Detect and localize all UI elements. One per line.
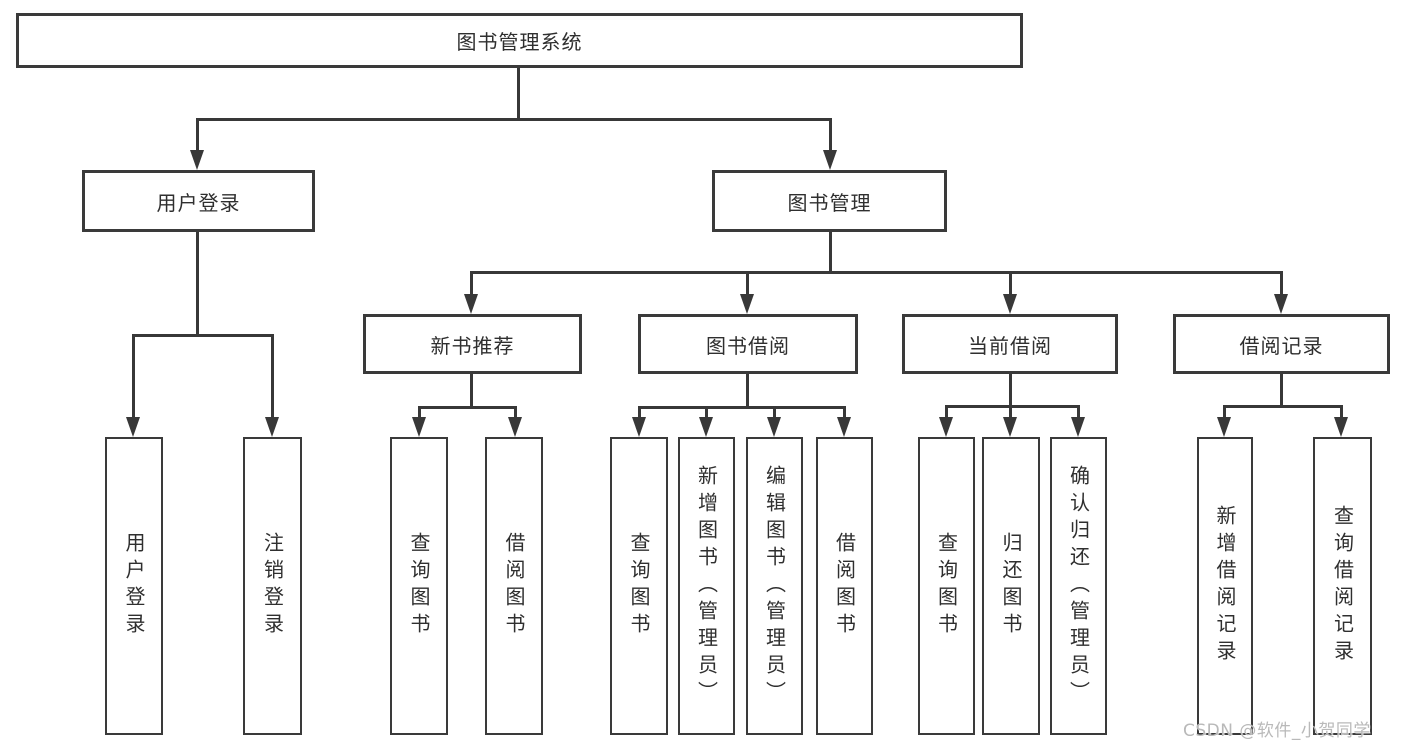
node-library-management-system: 图书管理系统 (16, 13, 1023, 68)
node-current-borrow: 当前借阅 (902, 314, 1118, 374)
connector-stem (638, 406, 641, 419)
arrow-down-icon (632, 417, 646, 437)
node-label: 编辑图书（管理员） (762, 464, 787, 708)
arrow-down-icon (1003, 417, 1017, 437)
connector-stem (514, 406, 517, 419)
node-label: 图书管理系统 (456, 30, 583, 54)
node-label: 当前借阅 (968, 333, 1052, 358)
node-book-borrow: 图书借阅 (638, 314, 858, 374)
node-new-book-recommend: 新书推荐 (363, 314, 582, 374)
arrow-down-icon (1071, 417, 1085, 437)
connector-current-drop (1009, 374, 1012, 408)
connector-stem (773, 406, 776, 419)
node-label: 注销登录 (260, 532, 285, 640)
connector-stem (132, 334, 135, 418)
arrow-down-icon (767, 417, 781, 437)
connector-stem (843, 406, 846, 419)
connector-root-branch (196, 118, 832, 121)
node-borrow-records: 借阅记录 (1173, 314, 1390, 374)
leaf-add-books-admin: 新增图书（管理员） (678, 437, 735, 735)
connector-borrow-drop (746, 374, 749, 409)
node-label: 图书借阅 (706, 333, 790, 358)
node-label: 新书推荐 (430, 333, 515, 358)
arrow-down-icon (508, 417, 522, 437)
connector-stem (1077, 405, 1080, 419)
connector-root-drop (517, 68, 520, 118)
arrow-down-icon (823, 150, 837, 170)
node-label: 用户登录 (156, 190, 241, 215)
node-label: 新增借阅记录 (1213, 505, 1237, 667)
connector-stem (470, 271, 473, 295)
arrow-down-icon (464, 294, 478, 314)
arrow-down-icon (126, 417, 140, 437)
connector-stem (705, 406, 708, 419)
connector-bookmgmt-branch (470, 271, 1282, 274)
connector-bookmgmt-drop (829, 232, 832, 274)
arrow-down-icon (190, 150, 204, 170)
connector-stem (271, 334, 274, 418)
node-label: 归还图书 (999, 532, 1023, 640)
leaf-borrow-query-books: 查询图书 (610, 437, 668, 735)
leaf-edit-books-admin: 编辑图书（管理员） (746, 437, 803, 735)
arrow-down-icon (699, 417, 713, 437)
arrow-down-icon (939, 417, 953, 437)
leaf-newrec-borrow-books: 借阅图书 (485, 437, 543, 735)
connector-stem (746, 271, 749, 295)
leaf-user-login: 用户登录 (105, 437, 163, 735)
node-book-management: 图书管理 (712, 170, 947, 232)
connector-stem (1009, 271, 1012, 295)
leaf-query-borrow-record: 查询借阅记录 (1313, 437, 1372, 735)
connector-stem (1340, 405, 1343, 419)
node-label: 查询图书 (934, 532, 959, 640)
connector-stem (1009, 405, 1012, 419)
node-user-login: 用户登录 (82, 170, 315, 232)
leaf-newrec-query-books: 查询图书 (390, 437, 448, 735)
node-label: 用户登录 (122, 532, 146, 640)
node-label: 借阅图书 (502, 532, 526, 640)
leaf-current-query-books: 查询图书 (918, 437, 975, 735)
arrow-down-icon (1217, 417, 1231, 437)
arrow-down-icon (837, 417, 851, 437)
node-label: 图书管理 (787, 190, 872, 215)
leaf-borrow-books: 借阅图书 (816, 437, 873, 735)
connector-stem (1280, 271, 1283, 295)
arrow-down-icon (412, 417, 426, 437)
leaf-add-borrow-record: 新增借阅记录 (1197, 437, 1253, 735)
leaf-logout: 注销登录 (243, 437, 302, 735)
connector-newrec-branch (418, 406, 517, 409)
connector-stem (829, 118, 832, 152)
arrow-down-icon (1003, 294, 1017, 314)
leaf-confirm-return-admin: 确认归还（管理员） (1050, 437, 1107, 735)
arrow-down-icon (1334, 417, 1348, 437)
node-label: 查询图书 (407, 532, 431, 640)
arrow-down-icon (1274, 294, 1288, 314)
leaf-return-books: 归还图书 (982, 437, 1040, 735)
connector-borrow-branch (638, 406, 846, 409)
connector-userlogin-drop (196, 232, 199, 337)
node-label: 借阅图书 (832, 532, 857, 640)
connector-newrec-drop (470, 374, 473, 409)
node-label: 确认归还（管理员） (1066, 464, 1091, 708)
connector-stem (418, 406, 421, 419)
connector-stem (196, 118, 199, 152)
connector-stem (1223, 405, 1226, 419)
connector-stem (945, 405, 948, 419)
arrow-down-icon (265, 417, 279, 437)
connector-userlogin-branch (132, 334, 274, 337)
csdn-watermark: CSDN @软件_小贺同学 (1183, 721, 1371, 741)
node-label: 查询借阅记录 (1330, 505, 1355, 667)
connector-records-branch (1223, 405, 1343, 408)
arrow-down-icon (740, 294, 754, 314)
node-label: 新增图书（管理员） (694, 464, 719, 708)
node-label: 查询图书 (627, 532, 651, 640)
connector-records-drop (1280, 374, 1283, 408)
connector-current-branch (945, 405, 1080, 408)
node-label: 借阅记录 (1239, 333, 1324, 358)
